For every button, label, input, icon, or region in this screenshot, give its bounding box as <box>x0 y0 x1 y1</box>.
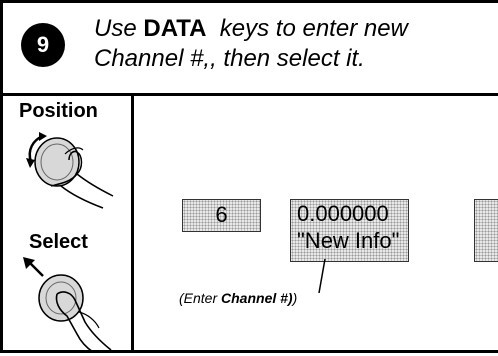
value-display-box: 0.000000 "New Info" <box>290 199 409 262</box>
caption-prefix: (Enter <box>179 290 222 306</box>
step-instruction: Use DATA keys to enter new Channel #,, t… <box>94 14 408 74</box>
select-label: Select <box>29 231 88 253</box>
position-label: Position <box>19 100 98 122</box>
enter-channel-caption: (Enter Channel #)) <box>179 290 297 306</box>
caption-leader-line <box>318 259 326 293</box>
knob-rotate-icon <box>26 132 114 209</box>
step-header: 9 Use DATA keys to enter new Channel #,,… <box>3 3 498 96</box>
caption-bold: Channel #) <box>221 290 293 306</box>
instruction-line-2: Channel #,, then select it. <box>94 45 365 72</box>
step-number-badge: 9 <box>21 23 65 67</box>
instruction-text-post: keys to enter new <box>206 15 408 42</box>
data-key-label: DATA <box>143 15 207 42</box>
next-display-box <box>474 199 498 262</box>
controls-column: Position Select <box>3 96 134 353</box>
info-line: "New Info" <box>297 228 400 253</box>
value-line: 0.000000 <box>297 201 389 226</box>
instruction-line-1: Use DATA keys to enter new <box>94 14 408 44</box>
instruction-text-pre: Use <box>94 15 144 42</box>
hand-press-icon <box>23 257 112 353</box>
caption-suffix: ) <box>292 290 298 306</box>
channel-display-box: 6 <box>182 199 261 232</box>
